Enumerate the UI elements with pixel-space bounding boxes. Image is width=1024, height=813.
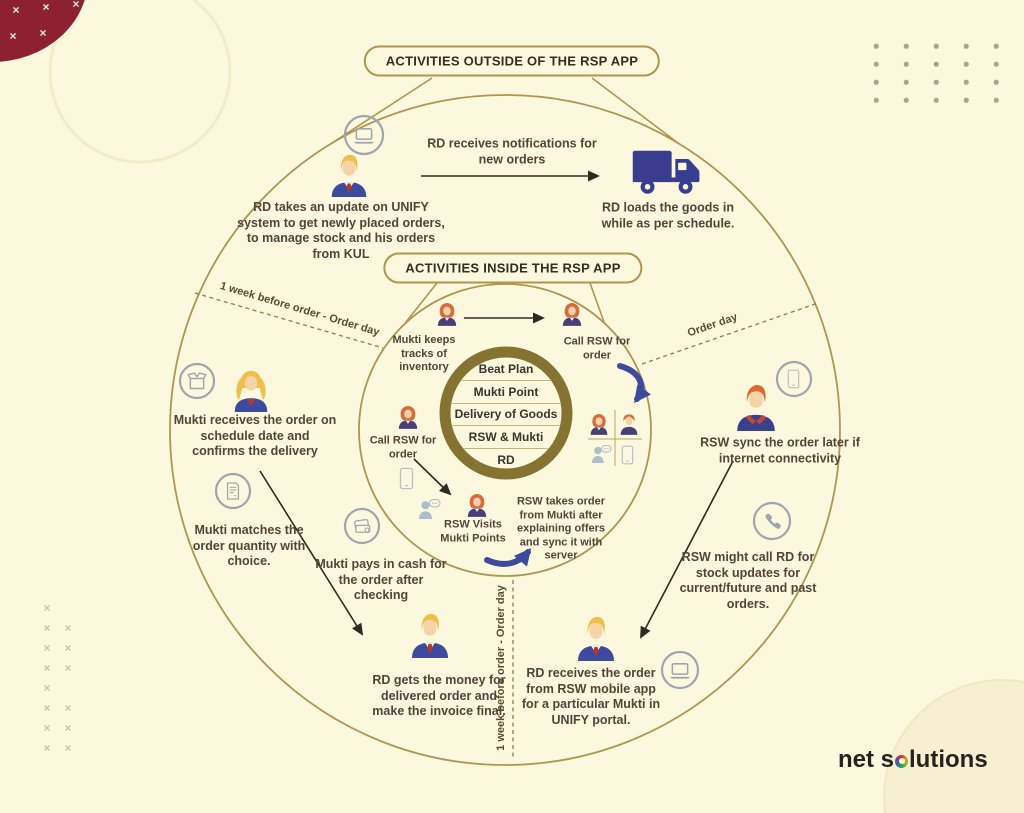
rd-person-icon xyxy=(578,616,614,661)
x-mark-icon: × xyxy=(43,681,51,695)
label-mukti-pays: Mukti pays in cash for the order after c… xyxy=(315,556,447,602)
dot-icon xyxy=(963,79,969,85)
core-flow-item-rsw-mukti: RSW & Mukti xyxy=(451,426,561,450)
dot-icon xyxy=(873,61,879,67)
phone-call-icon xyxy=(765,513,781,529)
x-mark-icon: × xyxy=(64,661,72,675)
label-rd-loads: RD loads the goods in while as per sched… xyxy=(601,200,735,231)
x-mark-icon: × xyxy=(42,0,50,14)
core-flow-item-beat-plan: Beat Plan xyxy=(451,358,561,381)
delivery-truck-icon xyxy=(632,150,700,194)
label-rsw-takes-order: RSW takes order from Mukti after explain… xyxy=(516,495,606,562)
label-mukti-matches: Mukti matches the order quantity with ch… xyxy=(192,522,306,568)
dot-icon xyxy=(993,97,999,103)
logo-text-pre: net s xyxy=(838,746,895,773)
panel-divider xyxy=(588,410,642,466)
x-mark-icon: × xyxy=(12,3,20,17)
timeline-label-right: Order day xyxy=(686,311,740,340)
dot-icon xyxy=(933,43,939,49)
rd-person-icon xyxy=(412,613,448,658)
dot-icon xyxy=(993,43,999,49)
dot-icon xyxy=(903,79,909,85)
dot-icon xyxy=(933,97,939,103)
label-rsw-call: RSW might call RD for stock updates for … xyxy=(679,550,817,611)
x-mark-icon: × xyxy=(43,661,51,675)
core-flow-item-mukti-point: Mukti Point xyxy=(451,381,561,404)
faint-circle-decoration xyxy=(48,0,232,164)
dot-icon xyxy=(933,79,939,85)
mukti-small-icon xyxy=(562,303,582,326)
label-rsw-visits: RSW Visits Mukti Points xyxy=(440,518,506,545)
maroon-corner-decoration xyxy=(0,0,85,62)
x-mark-icon: × xyxy=(64,621,72,635)
dot-icon xyxy=(873,43,879,49)
label-rd-gets-money: RD gets the money for delivered order an… xyxy=(372,672,506,718)
logo-o-icon xyxy=(895,754,909,768)
x-mark-icon: × xyxy=(9,29,17,43)
timeline-label-left: 1 week before order - Order day xyxy=(218,280,381,339)
mukti-small-icon xyxy=(590,414,608,435)
mukti-person-icon xyxy=(234,370,268,412)
dot-icon xyxy=(963,97,969,103)
core-flow-circle: Beat Plan Mukti Point Delivery of Goods … xyxy=(451,358,561,468)
dot-icon xyxy=(903,97,909,103)
label-call-rsw-top: Call RSW for order xyxy=(563,335,631,362)
mobile-phone-icon xyxy=(399,467,414,490)
label-call-rsw-left: Call RSW for order xyxy=(369,434,437,461)
dot-icon xyxy=(963,61,969,67)
x-mark-icon: × xyxy=(72,0,80,11)
dot-icon xyxy=(993,79,999,85)
rd-person-icon xyxy=(331,154,367,197)
x-mark-icon: × xyxy=(43,621,51,635)
banner-inside-label: ACTIVITIES INSIDE THE RSP APP xyxy=(405,260,621,276)
timeline-label-bottom: 1 week before order - Order day xyxy=(495,585,507,751)
rsw-visit-icon xyxy=(467,494,487,517)
core-flow-item-delivery: Delivery of Goods xyxy=(451,404,561,427)
x-mark-icon: × xyxy=(43,641,51,655)
cash-payment-icon xyxy=(353,518,371,533)
logo-text-post: lutions xyxy=(909,746,988,773)
label-rsw-sync: RSW sync the order later if internet con… xyxy=(700,435,860,466)
laptop-icon xyxy=(353,128,375,145)
dot-icon xyxy=(873,79,879,85)
x-mark-icon: × xyxy=(43,741,51,755)
x-mark-icon: × xyxy=(64,741,72,755)
dot-icon xyxy=(963,43,969,49)
chat-person-icon xyxy=(418,499,441,519)
banner-inside-app: ACTIVITIES INSIDE THE RSP APP xyxy=(383,252,643,284)
label-mukti-inventory: Mukti keeps tracks of inventory xyxy=(392,333,456,373)
mobile-phone-icon xyxy=(621,445,634,465)
dot-icon xyxy=(903,61,909,67)
mukti-small-icon xyxy=(398,406,418,429)
label-rd-notifications: RD receives notifications for new orders xyxy=(427,136,597,167)
label-mukti-receives: Mukti receives the order on schedule dat… xyxy=(173,412,337,458)
banner-outside-app: ACTIVITIES OUTSIDE OF THE RSP APP xyxy=(363,45,661,77)
x-mark-icon: × xyxy=(39,26,47,40)
mukti-small-icon xyxy=(437,303,457,326)
receipt-icon xyxy=(226,482,240,500)
x-mark-icon: × xyxy=(43,601,51,615)
package-box-icon xyxy=(187,372,207,390)
mobile-phone-icon xyxy=(787,369,800,389)
dot-icon xyxy=(933,61,939,67)
x-mark-icon: × xyxy=(64,641,72,655)
dot-icon xyxy=(993,61,999,67)
label-rd-receives-order: RD receives the order from RSW mobile ap… xyxy=(521,666,661,727)
x-mark-icon: × xyxy=(43,701,51,715)
dot-icon xyxy=(903,43,909,49)
laptop-icon xyxy=(669,663,691,680)
core-flow-item-rd: RD xyxy=(497,453,515,468)
dot-icon xyxy=(873,97,879,103)
rsw-small-icon xyxy=(620,414,638,435)
net-solutions-logo: net s lutions xyxy=(838,746,988,774)
chat-person-icon xyxy=(591,444,612,463)
rsw-person-icon xyxy=(737,384,775,431)
x-mark-icon: × xyxy=(64,721,72,735)
x-mark-icon: × xyxy=(64,701,72,715)
x-mark-icon: × xyxy=(43,721,51,735)
banner-outside-label: ACTIVITIES OUTSIDE OF THE RSP APP xyxy=(385,53,639,69)
